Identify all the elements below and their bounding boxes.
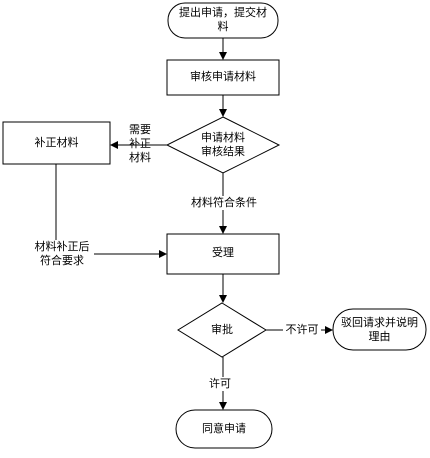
accept-text: 受理	[212, 246, 234, 259]
need-line3: 材料	[129, 151, 151, 164]
approve-text: 审批	[211, 323, 233, 336]
start-text-line1: 提出申请，提交材	[179, 6, 267, 19]
accept-box	[166, 233, 280, 275]
reject-terminator	[332, 308, 427, 351]
supplement-text: 补正材料	[34, 136, 79, 149]
after-line1: 材料补正后	[34, 240, 90, 253]
reject-line1: 驳回请求并说明	[341, 316, 418, 329]
meets-conditions-label: 材料符合条件	[184, 196, 264, 210]
review-process-box	[166, 59, 280, 96]
decision-review-text: 申请材料 审核结果	[190, 131, 256, 159]
need-supplement-label: 需要 补正 材料	[122, 123, 158, 165]
not-permit-label: 不许可	[283, 323, 321, 337]
reject-text: 驳回请求并说明 理由	[333, 316, 426, 344]
reject-line2: 理由	[368, 330, 391, 343]
decision-text-line1: 申请材料	[201, 131, 245, 144]
start-text: 提出申请，提交材 料	[168, 6, 278, 34]
end-terminator	[175, 409, 273, 449]
after-line2: 符合要求	[40, 254, 84, 267]
end-text: 同意申请	[202, 422, 246, 435]
after-supplement-label: 材料补正后 符合要求	[30, 240, 94, 268]
permit-label: 许可	[206, 377, 234, 391]
need-line2: 补正	[129, 137, 151, 150]
need-line1: 需要	[129, 123, 151, 136]
start-text-line2: 料	[217, 20, 229, 33]
review-text: 审核申请材料	[190, 70, 256, 83]
decision-text-line2: 审核结果	[201, 145, 245, 158]
decision-approve	[177, 302, 267, 358]
